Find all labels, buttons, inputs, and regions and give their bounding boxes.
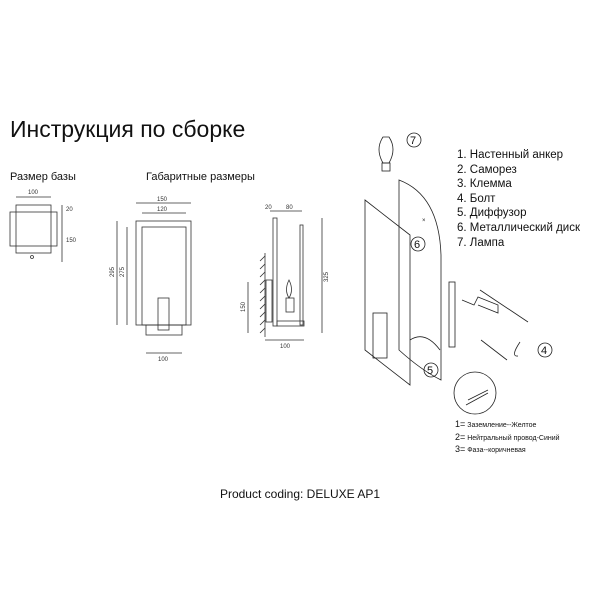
- callout-6: 6: [414, 239, 420, 251]
- dim-label: 150: [157, 197, 168, 203]
- part-item: 2. Саморез: [457, 163, 517, 176]
- assembly-exploded-view: ×: [364, 136, 529, 415]
- dim-label: 120: [157, 207, 168, 213]
- overall-dimensions-heading: Габаритные размеры: [146, 171, 255, 183]
- svg-text:×: ×: [422, 218, 426, 224]
- dim-label: 150: [241, 301, 247, 312]
- part-item: 7. Лампа: [457, 236, 505, 249]
- callouts: 7 6 5 4: [406, 132, 553, 378]
- part-item: 1. Настенный анкер: [457, 149, 564, 161]
- callout-7: 7: [410, 135, 416, 147]
- dim-label: 100: [280, 344, 291, 350]
- dim-label: 100: [158, 357, 169, 363]
- part-item: 6. Металлический диск: [457, 221, 581, 234]
- wiring-item: 2= Нейтральный провод-Синий: [455, 431, 560, 442]
- base-drawing: 100 20 150: [9, 190, 77, 262]
- callout-5: 5: [427, 365, 433, 377]
- part-item: 5. Диффузор: [457, 207, 527, 220]
- part-item: 3. Клемма: [457, 178, 512, 191]
- part-item: 4. Болт: [457, 192, 496, 205]
- page-title: Инструкция по сборке: [10, 116, 246, 142]
- dim-label: 325: [324, 271, 330, 282]
- callout-4: 4: [541, 345, 547, 357]
- wiring-legend: 1= Заземление--Желтое 2= Нейтральный про…: [455, 419, 560, 457]
- lamp-bulb-icon: [378, 136, 394, 164]
- dim-label: 20: [265, 205, 272, 211]
- dim-label: 20: [66, 207, 73, 213]
- product-coding: Product coding: DELUXE AP1: [219, 487, 381, 501]
- dim-label: 80: [286, 205, 293, 211]
- parts-list: 1. Настенный анкер 2. Саморез 3. Клемма …: [457, 148, 580, 250]
- dim-label: 295: [110, 266, 116, 277]
- dim-label: 100: [28, 190, 39, 196]
- dim-label: 275: [120, 266, 126, 277]
- base-size-heading: Размер базы: [10, 171, 76, 183]
- wiring-item: 3= Фаза--коричневая: [455, 444, 526, 454]
- dim-label: 150: [66, 238, 77, 244]
- wiring-item: 1= Заземление--Желтое: [455, 419, 537, 429]
- side-view-drawing: 20 80 325 150 100: [241, 205, 330, 350]
- front-view-drawing: 150 120 295 275 100: [110, 197, 192, 363]
